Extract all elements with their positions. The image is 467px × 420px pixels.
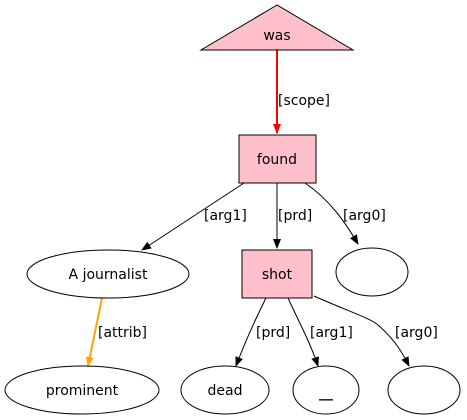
- node-shot-arg0: [387, 365, 461, 415]
- edge-journalist-prominent: [attrib]: [85, 297, 147, 367]
- edge-line-found-arg0: [304, 182, 359, 245]
- node-shape-prominent: [4, 365, 160, 415]
- node-journalist: A journalist: [26, 249, 190, 299]
- node-label-prominent: prominent: [46, 383, 119, 399]
- edge-line-found-arg1: [141, 182, 245, 251]
- node-was: was: [199, 4, 355, 51]
- node-label-found: found: [257, 152, 297, 168]
- edge-label-attrib: [attrib]: [98, 325, 147, 341]
- node-prominent: prominent: [4, 365, 160, 415]
- node-shot: shot: [241, 249, 313, 299]
- edge-shot-dead: [prd]: [235, 297, 290, 367]
- node-label-journalist: A journalist: [69, 267, 148, 283]
- edge-label-found-arg0: [arg0]: [343, 208, 386, 224]
- node-shape-found: [238, 134, 317, 184]
- edge-label-found-arg1: [arg1]: [204, 208, 247, 224]
- edge-was-found: [scope]: [273, 50, 330, 134]
- node-label-shot: shot: [262, 267, 293, 283]
- edge-line-shot-prd: [235, 297, 267, 367]
- node-shape-shot: [241, 249, 313, 299]
- node-label-blank: __: [319, 385, 333, 401]
- node-shape-journalist: [26, 249, 190, 299]
- node-shape-was: [199, 4, 355, 51]
- node-shape-blank: [292, 365, 360, 415]
- node-found: found: [238, 134, 317, 184]
- node-dead: dead: [180, 365, 270, 415]
- edge-shot-arg0: [arg0]: [313, 295, 438, 367]
- node-shape-shot-arg0: [387, 365, 461, 415]
- edge-label-found-prd: [prd]: [278, 208, 312, 224]
- edge-line-attrib: [85, 297, 103, 367]
- node-blank: __: [292, 365, 360, 415]
- edge-found-journalist: [arg1]: [141, 182, 247, 251]
- edge-label-shot-arg1: [arg1]: [310, 325, 353, 341]
- edge-shot-blank: [arg1]: [287, 297, 353, 367]
- node-label-was: was: [263, 28, 290, 44]
- node-shape-found-arg0: [335, 247, 409, 297]
- node-found-arg0: [335, 247, 409, 297]
- edge-label-shot-arg0: [arg0]: [395, 325, 438, 341]
- node-label-dead: dead: [208, 383, 243, 399]
- edge-label-shot-prd: [prd]: [256, 325, 290, 341]
- edge-line-shot-arg0: [313, 295, 410, 367]
- edge-line-shot-arg1: [287, 297, 319, 367]
- edge-found-shot: [prd]: [273, 183, 312, 249]
- edge-found-arg0: [arg0]: [304, 182, 386, 245]
- edge-label-scope: [scope]: [278, 93, 330, 109]
- node-shape-dead: [180, 365, 270, 415]
